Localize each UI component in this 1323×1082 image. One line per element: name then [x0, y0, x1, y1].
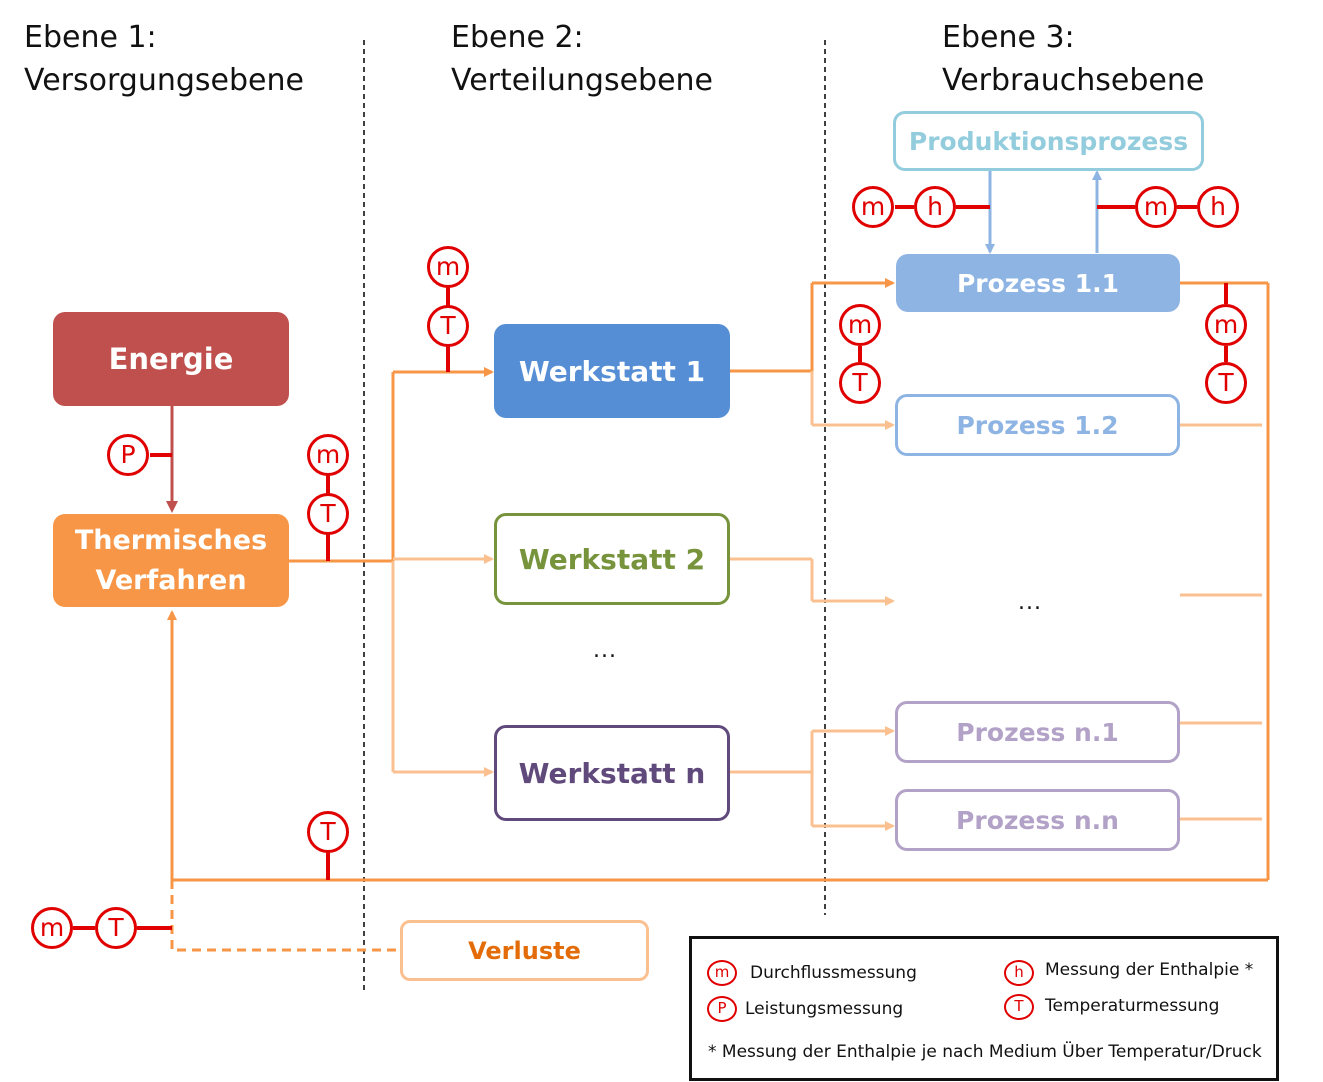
energie-box: Energie — [53, 312, 289, 406]
thermisches-verfahren-box: Thermisches Verfahren — [53, 514, 289, 607]
prozess-n-n-box: Prozess n.n — [895, 789, 1180, 851]
legend-p-icon: P — [707, 996, 737, 1022]
measure-t-losses: T — [95, 907, 137, 949]
prozess-ellipsis: ... — [1018, 590, 1042, 615]
werkstatt-n-label: Werkstatt n — [518, 756, 706, 790]
werkstatt-1-label: Werkstatt 1 — [518, 354, 706, 388]
losses-line — [170, 880, 398, 952]
legend-note: * Messung der Enthalpie je nach Medium Ü… — [708, 1042, 1262, 1062]
produktionsprozess-box: Produktionsprozess — [893, 111, 1204, 171]
legend: m Durchflussmessung h Messung der Enthal… — [689, 936, 1279, 1081]
prozess-n-1-label: Prozess n.1 — [956, 717, 1119, 747]
level-1-subtitle: Versorgungsebene — [24, 63, 304, 98]
legend-p-text: Leistungsmessung — [745, 999, 904, 1019]
measure-h-production-out: h — [1197, 186, 1239, 228]
level-3-title: Ebene 3: — [942, 20, 1075, 55]
thermisches-label: Thermisches — [74, 524, 268, 556]
legend-t-text: Temperaturmessung — [1045, 996, 1220, 1016]
energie-label: Energie — [108, 342, 234, 376]
werkstatt-ellipsis: ... — [593, 638, 617, 663]
prozess-1-1-label: Prozess 1.1 — [956, 268, 1120, 298]
measure-m-production-in: m — [852, 186, 894, 228]
measure-h-production-in: h — [914, 186, 956, 228]
level-1-title: Ebene 1: — [24, 20, 157, 55]
measure-t-prozess-out: T — [1205, 362, 1247, 404]
measure-m-losses: m — [31, 907, 73, 949]
verluste-box: Verluste — [400, 920, 649, 981]
prozess-n-1-box: Prozess n.1 — [895, 701, 1180, 763]
level-2-header: Ebene 2: Verteilungsebene — [451, 16, 713, 102]
legend-h-text: Messung der Enthalpie * — [1045, 960, 1254, 980]
produktionsprozess-label: Produktionsprozess — [908, 126, 1189, 156]
prozess-1-1-box: Prozess 1.1 — [896, 254, 1180, 312]
prozess-1-2-label: Prozess 1.2 — [956, 410, 1119, 440]
verluste-label: Verluste — [468, 936, 581, 965]
level-1-header: Ebene 1: Versorgungsebene — [24, 16, 304, 102]
measure-t-supply: T — [307, 493, 349, 535]
level-2-subtitle: Verteilungsebene — [451, 63, 714, 98]
werkstatt-2-box: Werkstatt 2 — [494, 513, 730, 605]
prozess-n-n-label: Prozess n.n — [956, 805, 1119, 835]
verfahren-label: Verfahren — [95, 564, 247, 596]
level-2-title: Ebene 2: — [451, 20, 584, 55]
measure-m-supply: m — [307, 434, 349, 476]
measure-t-return: T — [307, 811, 349, 853]
werkstatt-1-box: Werkstatt 1 — [494, 324, 730, 418]
prozess-1-2-box: Prozess 1.2 — [895, 394, 1180, 456]
legend-m-text: Durchflussmessung — [750, 963, 917, 983]
werkstatt-2-label: Werkstatt 2 — [518, 542, 706, 576]
legend-h-icon: h — [1004, 960, 1034, 986]
legend-t-icon: T — [1004, 994, 1034, 1020]
measure-m-prozess-in: m — [839, 304, 881, 346]
measure-t-werkstatt-1: T — [427, 305, 469, 347]
measure-m-prozess-out: m — [1205, 304, 1247, 346]
legend-m-icon: m — [707, 960, 737, 986]
measure-p-energie: P — [107, 434, 149, 476]
measure-m-werkstatt-1: m — [427, 246, 469, 288]
measure-t-prozess-in: T — [839, 362, 881, 404]
measure-m-production-out: m — [1135, 186, 1177, 228]
level-3-subtitle: Verbrauchsebene — [942, 63, 1205, 98]
level-3-header: Ebene 3: Verbrauchsebene — [942, 16, 1204, 102]
werkstatt-n-box: Werkstatt n — [494, 725, 730, 821]
